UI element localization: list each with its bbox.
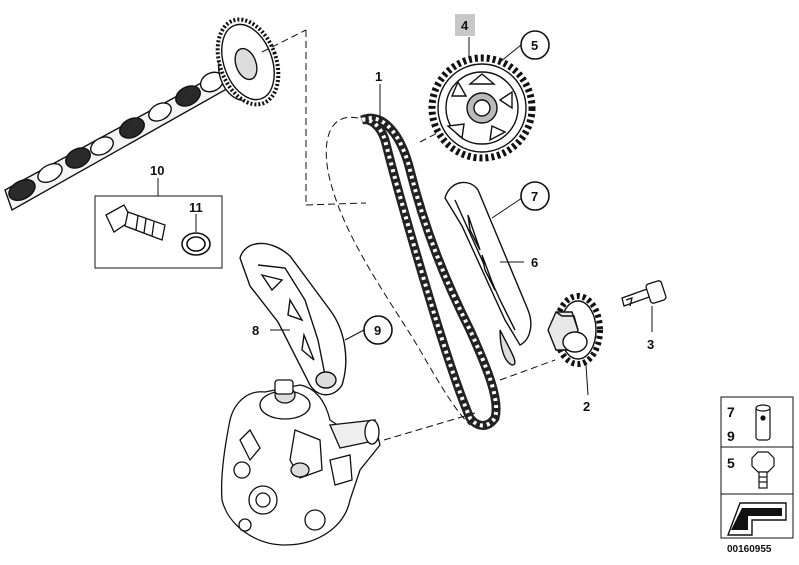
- crankshaft-sprocket: [547, 293, 603, 367]
- parts-group-box: [94, 178, 223, 269]
- callout-11: 11: [189, 200, 203, 215]
- callout-2: 2: [583, 399, 590, 414]
- leader-lines: [195, 37, 653, 396]
- callout-9-circle: [363, 315, 393, 345]
- callout-5-circle: [520, 30, 550, 60]
- callout-7: 7: [531, 189, 538, 204]
- timing-chain: [360, 113, 501, 430]
- dowel-icon: [755, 404, 771, 441]
- tensioning-rail: [444, 181, 532, 366]
- callout-1: 1: [375, 69, 382, 84]
- legend-row-1-top: 7: [727, 404, 735, 420]
- guide-rail: [239, 242, 347, 396]
- callout-6: 6: [531, 255, 538, 270]
- legend-panel: 7 9 5: [720, 396, 794, 539]
- callout-9: 9: [374, 323, 381, 338]
- callout-4: 4: [461, 18, 469, 33]
- callout-5: 5: [531, 38, 538, 53]
- high-pressure-pump: [220, 379, 381, 546]
- orientation-arrow-icon: [726, 502, 787, 536]
- callout-10: 10: [150, 163, 164, 178]
- sealing-ring: [181, 232, 211, 256]
- camshaft-sprocket: [428, 54, 536, 162]
- sprocket-bolt: [621, 280, 667, 307]
- torx-bolt-icon: [751, 451, 775, 489]
- callout-3: 3: [647, 337, 654, 352]
- callout-8: 8: [252, 323, 259, 338]
- document-id: 00160955: [727, 544, 772, 555]
- callout-7-circle: [520, 181, 550, 211]
- callout-4-highlight: [455, 14, 475, 36]
- legend-row-2-label: 5: [727, 455, 735, 471]
- camshaft: [4, 17, 281, 212]
- banjo-bolt: [105, 204, 166, 241]
- legend-row-1-bottom: 9: [727, 428, 735, 444]
- callouts: 1 4 5 7 6 8 9 2 3 10 11: [150, 14, 654, 414]
